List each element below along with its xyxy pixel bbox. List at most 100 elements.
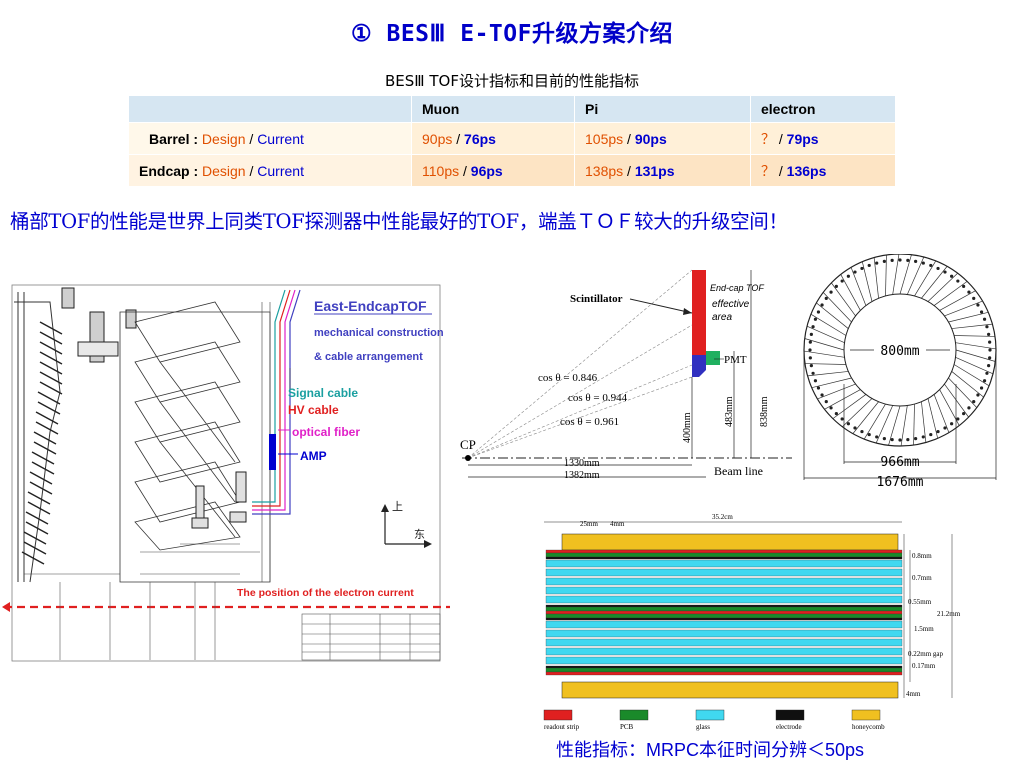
ring-spoke	[822, 292, 852, 323]
table-header-electron: electron	[750, 95, 896, 123]
scintillator-pointer	[629, 298, 693, 314]
electron-position-label: The position of the electron current	[237, 587, 414, 599]
cell-barrel-muon: 90ps / 76ps	[411, 122, 575, 155]
effective-label: effective	[712, 299, 750, 310]
ring-spoke	[816, 302, 849, 329]
dim-483-label: 483mm	[724, 396, 735, 427]
beam-line-label: Beam line	[714, 464, 763, 478]
cad-vertical-dims	[59, 582, 216, 660]
ring-pmt-dot	[811, 371, 815, 375]
legend-label: honeycomb	[852, 723, 885, 731]
mrpc-212-label: 21.2mm	[937, 610, 961, 618]
ring-pmt-dot	[976, 303, 980, 307]
ring-spoke	[921, 266, 948, 299]
ring-spoke	[807, 371, 849, 377]
cos-label-3: cos θ = 0.961	[560, 416, 619, 428]
ring-spoke	[955, 342, 997, 350]
cad-subtitle-1: mechanical construction	[314, 327, 444, 339]
table-caption: BESⅢ TOF设计指标和目前的性能指标	[385, 72, 639, 90]
ring-pmt-dot	[808, 340, 812, 344]
ring-pmt-dot	[860, 429, 864, 434]
ring-pmt-dot	[860, 266, 864, 271]
ring-spoke	[951, 371, 984, 398]
endcap-tof-label: End-cap TOF	[710, 283, 764, 293]
endcap-geometry-diagram: Scintillator End-cap TOF effective area …	[456, 265, 796, 490]
ring-pmt-dot	[840, 417, 844, 421]
ring-spoke	[951, 323, 993, 329]
ring-pmt-dot	[834, 284, 838, 288]
ring-spoke	[873, 257, 879, 299]
ring-pmt-dot	[943, 426, 947, 430]
area-label: area	[712, 312, 732, 323]
ring-pmt-dot	[914, 259, 918, 263]
ring-pmt-dot	[950, 422, 954, 426]
mrpc-readout-strip	[545, 671, 903, 676]
mrpc-glass	[545, 638, 903, 647]
legend-swatch	[851, 709, 881, 721]
ring-spoke	[944, 300, 983, 317]
mrpc-glass	[545, 629, 903, 638]
ring-spoke	[824, 389, 861, 410]
dim-1382-label: 1382mm	[564, 470, 600, 481]
mrpc-glass	[545, 586, 903, 595]
ring-pmt-dot	[988, 356, 992, 360]
cad-cable-routing	[252, 289, 301, 515]
ring-spoke	[885, 254, 887, 296]
ring-spoke	[953, 364, 990, 387]
mrpc-08-label: 0.8mm	[912, 552, 932, 560]
ring-pmt-dot	[987, 332, 991, 336]
ring-spoke	[954, 335, 996, 337]
pmt-label: PMT	[724, 354, 747, 366]
performance-table: Muon Pi electron Barrel : Design / Curre…	[128, 95, 896, 187]
ring-spoke	[955, 349, 996, 362]
mrpc-layers	[545, 549, 903, 676]
ring-spoke	[817, 383, 856, 400]
cos-label-1: cos θ = 0.846	[538, 372, 598, 384]
ring-pmt-dot	[808, 348, 812, 352]
endcap-cad-drawing: East-EndcapTOF mechanical construction &…	[2, 284, 450, 662]
ring-pmt-dot	[824, 400, 828, 404]
ring-966-label: 966mm	[880, 455, 919, 470]
cad-crystal-wedges	[119, 301, 271, 583]
ring-spoke	[806, 325, 845, 344]
mrpc-07-label: 0.7mm	[912, 574, 932, 582]
ring-spoke	[899, 254, 912, 295]
legend-swatch	[619, 709, 649, 721]
ring-spoke	[811, 377, 852, 389]
ring-pmt-dot	[988, 348, 992, 352]
mrpc-017-label: 0.17mm	[912, 662, 936, 670]
ring-spoke	[804, 338, 845, 351]
ring-spoke	[852, 401, 879, 434]
ring-spoke	[948, 311, 989, 323]
mrpc-glass	[545, 656, 903, 665]
cell-endcap-pi: 138ps / 131ps	[574, 154, 751, 187]
collision-point-marker	[465, 455, 471, 461]
ring-pmt-dot	[936, 266, 940, 271]
compass-east-arrowhead	[424, 540, 432, 548]
ring-pmt-dot	[979, 310, 984, 314]
ring-spoke	[927, 398, 939, 439]
ring-spoke	[888, 405, 901, 446]
ring-pmt-dot	[829, 406, 833, 410]
ring-pmt-dot	[867, 432, 871, 437]
amp-label: AMP	[300, 449, 327, 463]
scintillator-label: Scintillator	[570, 293, 623, 305]
mrpc-performance-note: 性能指标：MRPC本征时间分辨＜50ps	[556, 740, 865, 760]
ring-pmt-dot	[943, 270, 947, 274]
dim-838-label: 838mm	[759, 396, 770, 427]
mrpc-right-dims	[903, 534, 953, 698]
ring-pmt-dot	[972, 400, 976, 404]
ring-800-bg	[874, 340, 926, 358]
compass-up-label: 上	[392, 500, 403, 513]
ring-pmt-dot	[867, 263, 871, 268]
ring-pmt-dot	[929, 432, 933, 437]
ring-pmt-dot	[898, 438, 902, 442]
mrpc-glass	[545, 647, 903, 656]
mrpc-width-label: 35.2cm	[712, 513, 733, 521]
ring-pmt-dot	[936, 429, 940, 434]
table-header-muon: Muon	[411, 95, 575, 123]
endcap-ring-diagram: 800mm 966mm 1676mm	[798, 254, 1004, 490]
ring-pmt-dot	[808, 356, 812, 360]
ring-pmt-dot	[962, 284, 966, 288]
